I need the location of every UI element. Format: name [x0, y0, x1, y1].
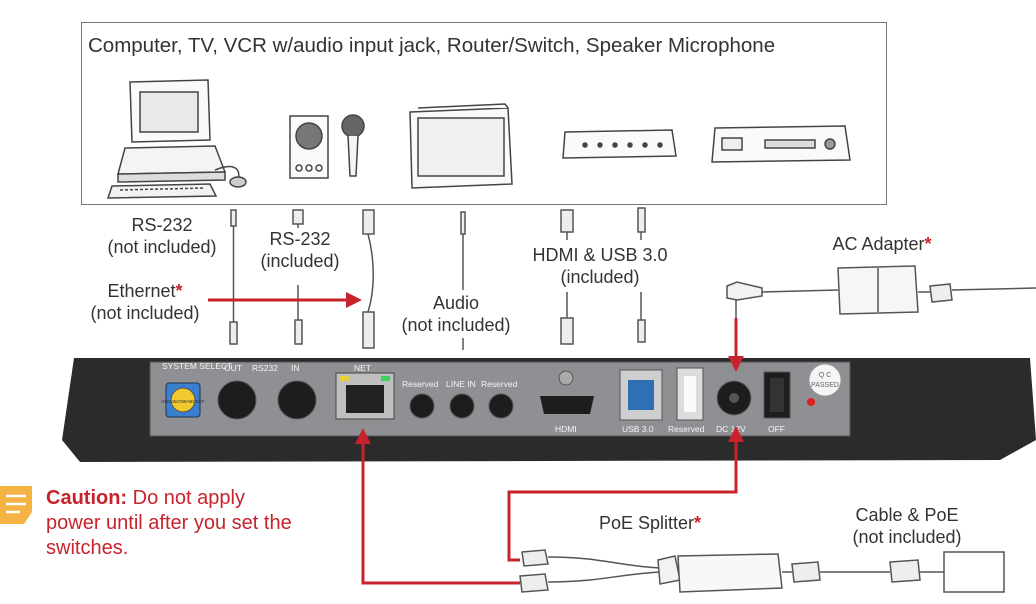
panel-net: NET — [354, 363, 371, 373]
caution-line3: switches. — [46, 537, 129, 559]
poe-splitter — [519, 549, 1005, 593]
poe-power-arrow — [507, 440, 738, 562]
ethernet-cable — [362, 209, 375, 349]
tv-icon — [409, 103, 513, 189]
ethernet-asterisk: * — [175, 281, 183, 301]
panel-reserved-usb: Reserved — [668, 424, 705, 434]
audio-note: (not included) — [401, 315, 511, 335]
cable-poe-text: Cable & PoE — [855, 505, 959, 525]
audio-text: Audio — [432, 293, 480, 313]
rs232-excluded-label: RS-232 (not included) — [102, 214, 222, 258]
computer-icon — [106, 79, 247, 199]
caution-title: Caution: — [46, 487, 128, 509]
poe-splitter-asterisk: * — [694, 513, 702, 533]
device-rear-panel — [62, 358, 1036, 462]
panel-dc12v: DC 12V — [716, 424, 746, 434]
ac-adapter — [726, 265, 1036, 318]
ethernet-label: Ethernet* (not included) — [80, 280, 210, 324]
rs232-included-cable — [292, 209, 304, 345]
rs232-excluded-note: (not included) — [107, 237, 217, 257]
ac-adapter-asterisk: * — [924, 234, 932, 254]
panel-in: IN — [291, 363, 300, 373]
panel-off: OFF — [768, 424, 785, 434]
caution-note: Caution: Do not apply power until after … — [46, 486, 292, 561]
panel-passed-qc: Q C — [819, 372, 831, 379]
audio-cable — [460, 211, 466, 350]
rs232-included-label: RS-232 (included) — [250, 228, 350, 272]
panel-dip-digits: 0123456789ABCDEF — [161, 399, 205, 404]
hdmi-usb-label: HDMI & USB 3.0 (included) — [522, 244, 678, 288]
poe-data-arrow — [361, 442, 520, 585]
hdmi-usb-text: HDMI & USB 3.0 — [532, 245, 668, 265]
panel-system-select: SYSTEM SELECT — [162, 361, 232, 371]
poe-splitter-label: PoE Splitter* — [588, 512, 712, 534]
panel-line-in: LINE IN — [446, 379, 476, 389]
panel-out: OUT — [224, 363, 242, 373]
ethernet-note: (not included) — [90, 303, 200, 323]
rs232-excluded-cable — [229, 209, 238, 345]
microphone-icon — [341, 114, 365, 177]
panel-rs232: RS232 — [252, 363, 278, 373]
ethernet-text: Ethernet — [107, 281, 176, 301]
caution-line1: Do not apply — [127, 487, 245, 509]
panel-usb30: USB 3.0 — [622, 424, 654, 434]
audio-label: Audio (not included) — [394, 292, 518, 336]
usb-cable — [637, 207, 646, 343]
devices-title: Computer, TV, VCR w/audio input jack, Ro… — [88, 34, 776, 57]
ac-adapter-label: AC Adapter* — [820, 233, 944, 255]
ac-adapter-text: AC Adapter — [832, 234, 925, 254]
poe-splitter-text: PoE Splitter — [598, 513, 695, 533]
vcr-icon — [711, 125, 851, 163]
hdmi-usb-note: (included) — [560, 267, 640, 287]
hdmi-cable — [560, 209, 574, 345]
router-icon — [562, 129, 677, 159]
caution-line2: power until after you set the — [46, 512, 292, 534]
panel-hdmi: HDMI — [555, 424, 577, 434]
rs232-included-text: RS-232 — [269, 229, 331, 249]
cable-poe-label: Cable & PoE (not included) — [842, 504, 972, 548]
speaker-icon — [289, 115, 329, 179]
rs232-included-note: (included) — [260, 251, 340, 271]
panel-reserved-left: Reserved — [402, 379, 439, 389]
note-icon — [0, 486, 32, 524]
panel-passed: PASSED — [811, 382, 839, 389]
rs232-excluded-text: RS-232 — [131, 215, 193, 235]
panel-reserved-right: Reserved — [481, 379, 518, 389]
cable-poe-note: (not included) — [852, 527, 962, 547]
